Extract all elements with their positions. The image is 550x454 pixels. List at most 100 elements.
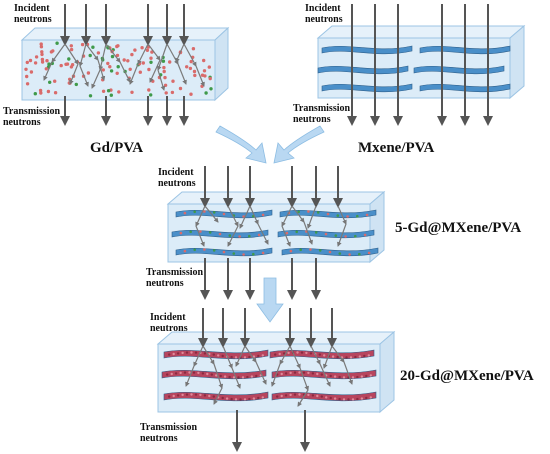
gd-particle <box>356 375 359 379</box>
gd-particle <box>232 252 236 255</box>
gd-particle <box>329 396 332 400</box>
gd-particle <box>246 375 249 379</box>
gd-particle <box>59 63 63 68</box>
gd-particle <box>320 373 323 376</box>
gd-particle <box>179 231 183 235</box>
panel-title: 5-Gd@MXene/PVA <box>395 220 521 236</box>
panel-title: Mxene/PVA <box>358 140 435 156</box>
scatter-arrow <box>227 205 239 227</box>
gd-particle <box>338 397 341 401</box>
gd-particle <box>40 57 45 62</box>
gd-particle <box>309 248 312 251</box>
gd-particle <box>171 79 175 83</box>
gd-particle <box>217 354 220 357</box>
gd-particle <box>130 52 134 57</box>
gd-particle <box>356 397 359 401</box>
gd-particle <box>284 372 288 375</box>
gd-particle <box>257 396 260 400</box>
scatter-arrow <box>137 43 149 65</box>
scatter-arrow <box>193 345 204 367</box>
gd-particle <box>141 61 145 65</box>
flow-arrow-left <box>215 125 267 164</box>
gd-particle <box>204 91 208 95</box>
scatter-arrow <box>271 363 281 387</box>
gd-particle <box>311 394 315 397</box>
gd-particle <box>25 60 29 65</box>
gd-particle <box>334 234 338 237</box>
gd-particle <box>369 374 372 377</box>
gd-particle <box>183 249 187 253</box>
gd-particle <box>242 215 245 218</box>
gd-particle <box>318 353 321 356</box>
gd-particle <box>297 210 301 214</box>
gd-particle <box>252 252 255 256</box>
gd-particle <box>178 86 183 91</box>
scatter-arrow <box>183 43 197 67</box>
gd-particle <box>207 65 211 69</box>
scatter-arrow <box>337 205 347 225</box>
gd-particle <box>360 375 364 378</box>
gd-particle <box>40 52 44 57</box>
gd-particle <box>149 56 153 60</box>
gd-particle <box>261 213 265 217</box>
gd-rich-sheet <box>269 349 375 360</box>
gd-particle <box>193 248 196 252</box>
gd-particle <box>248 355 251 359</box>
gd-particle <box>34 55 39 59</box>
gd-particle <box>199 230 202 233</box>
gd-particle <box>126 59 130 63</box>
gd-particle <box>183 211 187 215</box>
gd-particle <box>363 233 367 237</box>
gd-particle <box>39 45 44 49</box>
gd-particle <box>147 88 151 92</box>
gd-particle <box>305 351 308 355</box>
gd-particle <box>298 393 301 396</box>
scatter-arrow <box>69 63 79 85</box>
gd-particle <box>149 93 153 97</box>
gd-particle <box>338 252 342 255</box>
gd-particle <box>140 46 144 50</box>
gd-particle <box>145 48 150 52</box>
gd-particle <box>241 376 245 379</box>
gd-particle <box>367 354 370 357</box>
gd-particle <box>358 252 361 256</box>
neutron-arrows <box>347 4 493 126</box>
scatter-arrow <box>147 43 161 61</box>
gd-particle <box>311 372 315 375</box>
gd-particle <box>212 353 215 356</box>
gd-particle <box>363 354 366 358</box>
flow-arrow-down <box>256 277 284 323</box>
scatter-arrow <box>43 61 53 81</box>
gd-particle <box>250 375 254 378</box>
gd-particle <box>255 374 258 378</box>
gd-particle <box>53 91 58 95</box>
scatter-arrow <box>227 225 239 247</box>
gd-particle <box>325 396 328 399</box>
gd-particle <box>293 393 297 396</box>
gd-particle <box>365 213 369 217</box>
gd-particle <box>147 67 151 72</box>
gd-particle <box>128 67 132 72</box>
scatter-arrow <box>319 363 331 387</box>
gd-particle <box>33 61 38 65</box>
gd-particle <box>29 70 34 74</box>
gd-particle <box>346 215 349 218</box>
gd-particle <box>354 234 357 238</box>
scatter-arrow <box>279 345 291 365</box>
panel-title: 20-Gd@MXene/PVA <box>400 368 534 384</box>
scatter-arrow <box>97 59 106 81</box>
scatter-arrow <box>195 65 205 87</box>
gd-particle <box>106 61 110 66</box>
gd-particle <box>257 233 261 237</box>
flow-arrow-right <box>273 125 325 164</box>
gd-particle <box>172 352 175 356</box>
gd-particle <box>189 230 192 234</box>
scatter-arrow <box>343 361 353 385</box>
gd-particle <box>219 374 222 378</box>
gd-particle <box>109 93 114 97</box>
gd-particle <box>282 352 286 355</box>
gd-particle <box>190 393 193 396</box>
